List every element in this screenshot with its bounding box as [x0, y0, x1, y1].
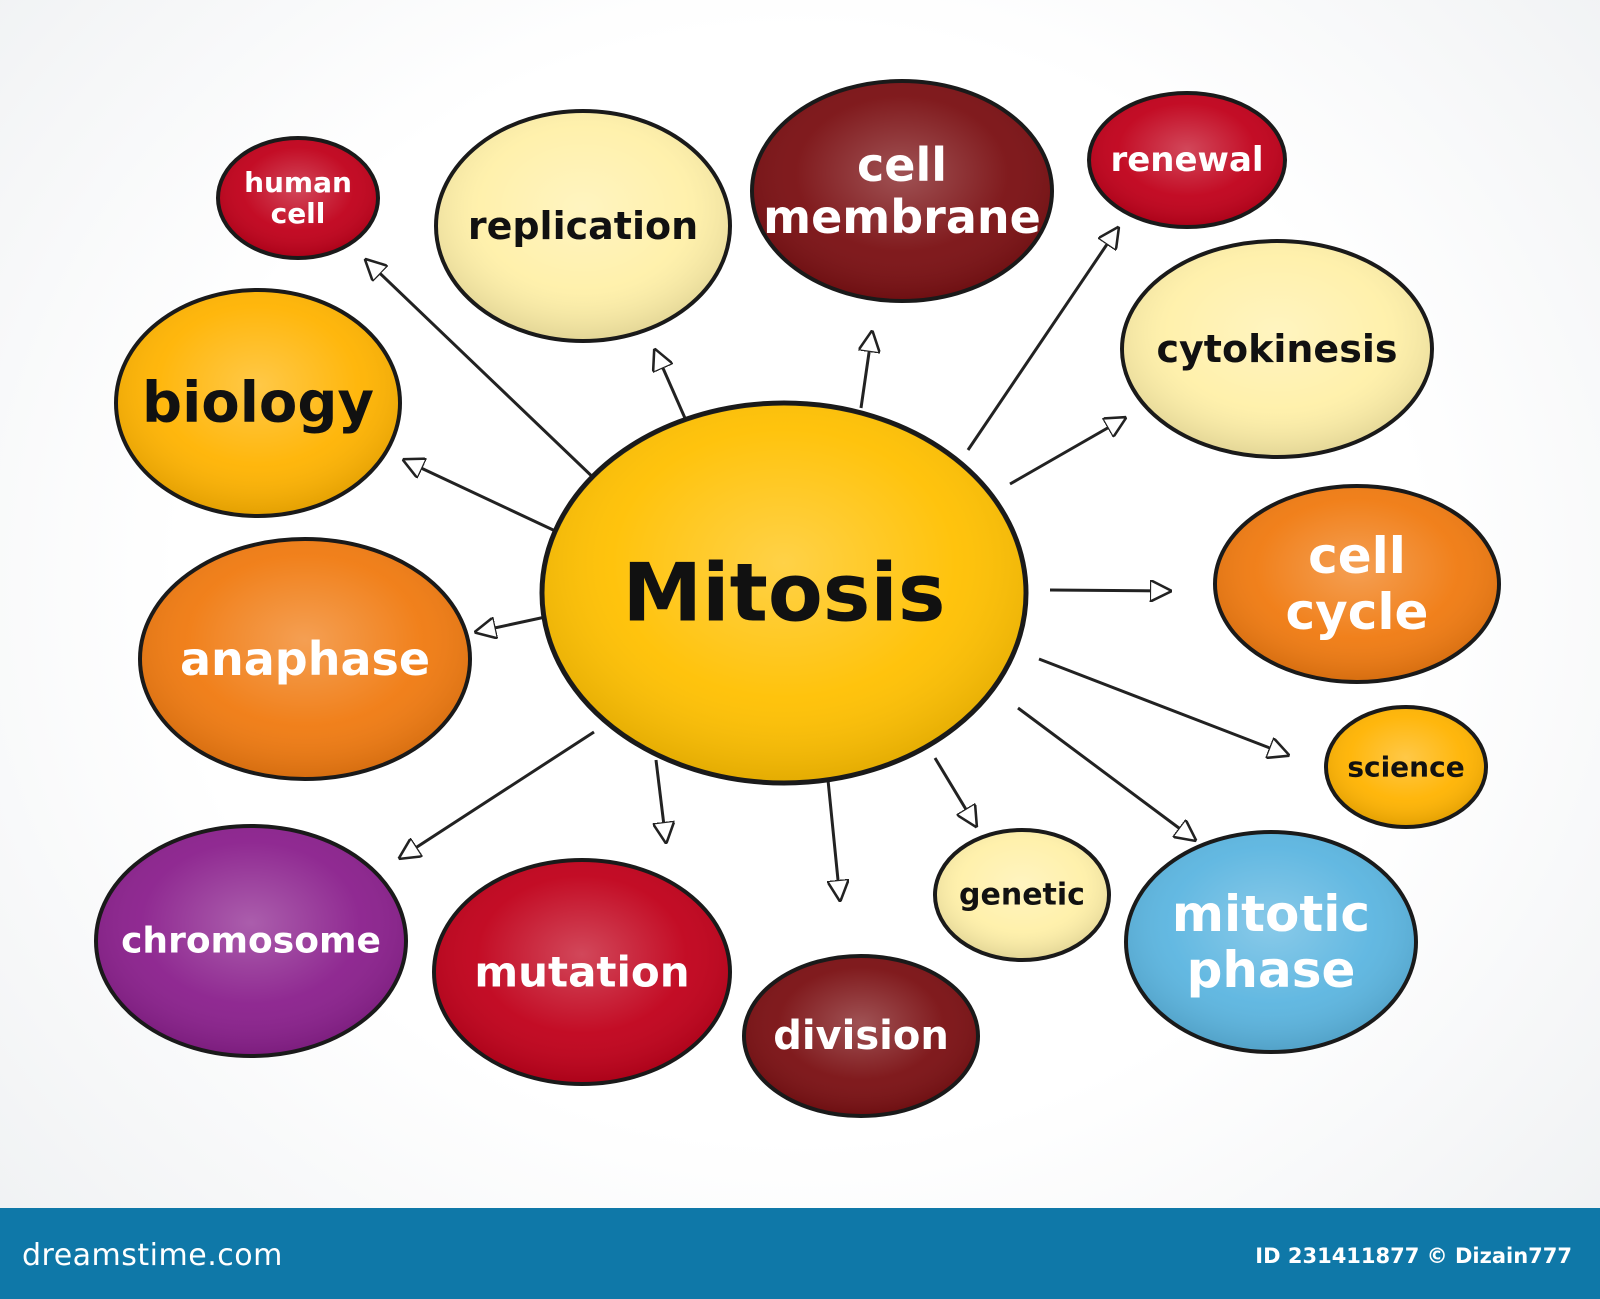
bubble-label: mitotic: [1172, 885, 1370, 943]
bubble-shading: [436, 862, 728, 1082]
bubble-label: cell: [1308, 527, 1406, 585]
arrow-to-cell-membrane: [861, 332, 872, 409]
bubble-label: human: [244, 166, 352, 199]
bubble-shading: [746, 958, 976, 1114]
bubble-shading: [118, 292, 398, 514]
bubble-shading: [754, 83, 1050, 299]
node-anaphase: anaphase: [138, 537, 472, 781]
footer-site-name: dreamstime.com: [22, 1238, 283, 1273]
arrow-to-mutation: [656, 759, 666, 842]
bubble-label: anaphase: [180, 632, 430, 686]
bubble-label: Mitosis: [623, 547, 946, 640]
connector-arrows: [366, 228, 1288, 900]
node-cytokinesis: cytokinesis: [1120, 239, 1434, 459]
arrow-to-mitotic-phase: [1017, 706, 1195, 840]
arrow-to-cytokinesis: [1009, 418, 1125, 486]
bubble-label: cycle: [1286, 583, 1429, 641]
bubble-shading: [1091, 95, 1283, 225]
bubble-label: replication: [468, 204, 698, 248]
node-genetic: genetic: [933, 828, 1111, 962]
bubble-label: membrane: [763, 190, 1041, 244]
arrow-to-genetic: [933, 757, 976, 826]
bubble-shading: [98, 828, 404, 1054]
bubble-label: science: [1347, 751, 1464, 784]
bubble-shading: [220, 140, 376, 256]
bubble-shading: [544, 405, 1024, 781]
arrow-to-biology: [404, 460, 567, 538]
bubble-label: renewal: [1110, 140, 1263, 180]
bubble-label: cell: [857, 138, 947, 192]
bubble-shading: [142, 541, 468, 777]
bubble-label: mutation: [474, 948, 689, 997]
arrow-to-anaphase: [476, 614, 551, 632]
node-renewal: renewal: [1087, 91, 1287, 229]
bubble-label: chromosome: [121, 921, 381, 962]
arrow-to-chromosome: [400, 730, 595, 858]
node-replication: replication: [434, 109, 732, 343]
bubble-label: phase: [1187, 941, 1356, 999]
arrow-to-human-cell: [366, 260, 602, 486]
bubble-label: genetic: [959, 878, 1085, 913]
footer-image-id: ID 231411877 © Dizain777: [1255, 1244, 1572, 1268]
bubble-shading: [1128, 834, 1414, 1050]
bubble-shading: [1328, 709, 1484, 825]
bubble-shading: [1217, 488, 1497, 680]
bubble-label: cytokinesis: [1157, 327, 1398, 371]
node-biology: biology: [114, 288, 402, 518]
bubble-label: cell: [271, 197, 326, 230]
bubble-shading: [1124, 243, 1430, 455]
arrow-to-cell-cycle: [1049, 590, 1170, 591]
center-node-mitosis: Mitosis: [539, 400, 1029, 786]
arrow-to-renewal: [966, 228, 1118, 451]
node-science: science: [1324, 705, 1488, 829]
node-chromosome: chromosome: [94, 824, 408, 1058]
node-mutation: mutation: [432, 858, 732, 1086]
bubble-shading: [438, 113, 728, 339]
bubble-label: division: [773, 1013, 949, 1059]
footer-bar: dreamstime.com ID 231411877 © Dizain777: [0, 1208, 1600, 1299]
bubble-shading: [937, 832, 1107, 958]
node-division: division: [742, 954, 980, 1118]
bubble-label: biology: [142, 371, 374, 436]
arrow-to-division: [826, 779, 840, 900]
arrow-to-science: [1038, 657, 1288, 755]
arrow-to-replication: [655, 350, 690, 426]
